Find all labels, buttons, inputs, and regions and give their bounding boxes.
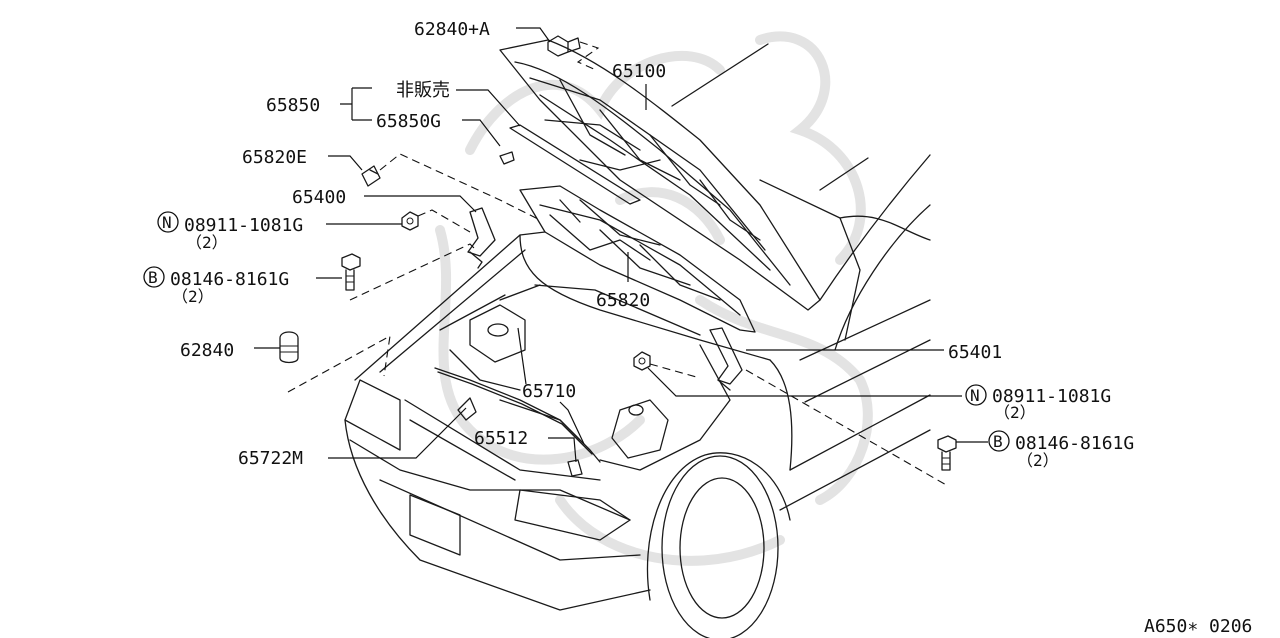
label-nut-right-part: 08911-1081G	[992, 386, 1111, 407]
assembly-guide-lines	[287, 41, 949, 487]
hinge-right	[709, 327, 743, 391]
label-65820e: 65820E	[242, 147, 307, 168]
hinge-left	[467, 207, 496, 269]
label-bolt-left-qty: （2）	[172, 287, 214, 306]
label-65722m: 65722M	[238, 448, 303, 469]
label-not-for-sale: 非販売	[396, 80, 450, 101]
label-65512: 65512	[474, 428, 528, 449]
label-65100: 65100	[612, 61, 666, 82]
badge-b-left: B	[148, 268, 158, 287]
label-nut-left-qty: （2）	[186, 233, 228, 252]
bolt-left	[341, 253, 361, 291]
nut-right	[633, 351, 651, 371]
bolt-badge-left	[143, 266, 165, 288]
insulator-clip	[361, 165, 381, 187]
badge-n-left: N	[162, 213, 172, 232]
label-65820: 65820	[596, 290, 650, 311]
label-62840: 62840	[180, 340, 234, 361]
label-65401: 65401	[948, 342, 1002, 363]
label-62840a: 62840+A	[414, 19, 490, 40]
bolt-right	[937, 435, 957, 471]
label-bolt-right-qty: （2）	[1017, 451, 1059, 470]
nut-badge-right	[965, 384, 987, 406]
nut-left	[401, 211, 419, 231]
label-65710: 65710	[522, 381, 576, 402]
hood-bumper	[279, 331, 299, 364]
badge-n-right: N	[970, 386, 980, 405]
label-bolt-right-part: 08146-8161G	[1015, 433, 1134, 454]
badge-b-right: B	[993, 432, 1003, 451]
callout-labels: 62840+A 65100 65850 非販売 65850G 65820E 65…	[143, 19, 1252, 637]
hood-bumper-a	[547, 35, 581, 57]
label-nut-left-part: 08911-1081G	[184, 215, 303, 236]
label-65850: 65850	[266, 95, 320, 116]
car-illustration	[344, 43, 931, 638]
nut-badge-left	[157, 211, 179, 233]
diagram-code: A650∗ 0206	[1144, 616, 1252, 637]
bolt-badge-right	[988, 430, 1010, 452]
seal-clip	[499, 151, 515, 165]
hood-panel	[499, 39, 821, 311]
label-65400: 65400	[292, 187, 346, 208]
hood-insulator	[519, 185, 756, 333]
label-nut-right-qty: （2）	[994, 403, 1036, 422]
leader-lines	[254, 27, 988, 463]
label-65850g: 65850G	[376, 111, 441, 132]
label-bolt-left-part: 08146-8161G	[170, 269, 289, 290]
